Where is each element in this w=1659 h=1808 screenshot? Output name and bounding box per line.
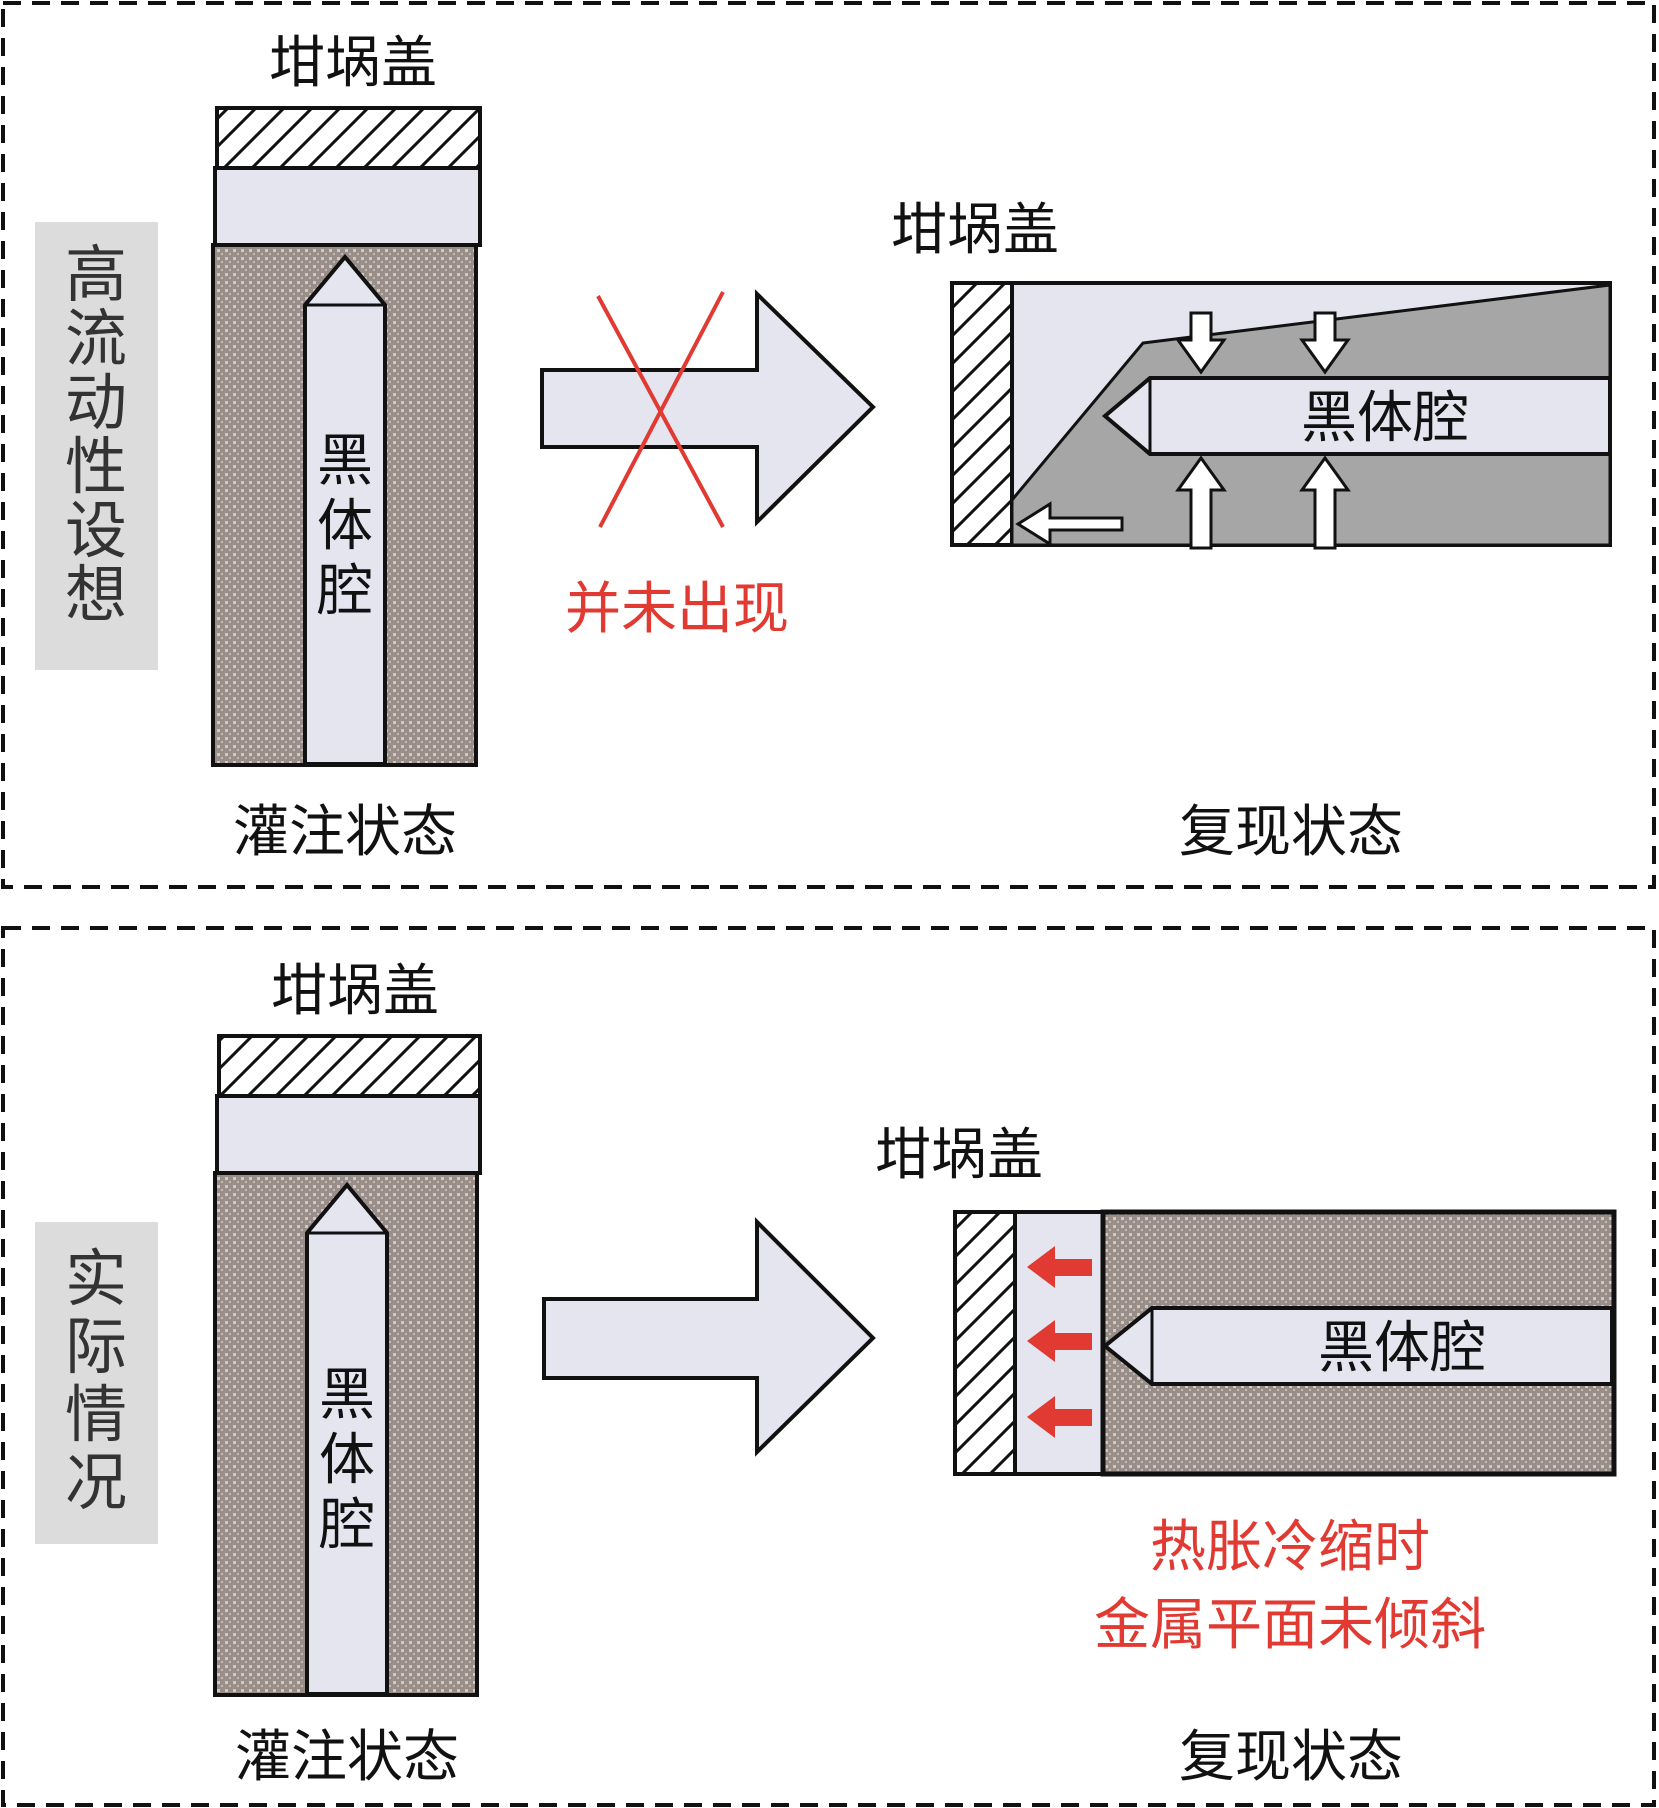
- bottom-left-cavity-char: 体: [319, 1428, 375, 1493]
- bottom-right-cavity: [1101, 1306, 1614, 1386]
- red-left-arrow-icon: [1027, 1246, 1092, 1288]
- bottom-left-cavity-char: 腔: [319, 1493, 375, 1558]
- top-panel-frame: [1, 1, 1656, 889]
- top-transition-arrow: [540, 289, 876, 527]
- bottom-left-cavity: [305, 1181, 389, 1696]
- bottom-panel-frame: [1, 926, 1656, 1807]
- down-arrow-icon: [1175, 311, 1227, 375]
- left-arrow-icon: [1015, 501, 1124, 547]
- top-side-char: 性: [65, 430, 127, 503]
- bottom-side-char: 情: [65, 1378, 127, 1451]
- bottom-side-label-box: [35, 1222, 158, 1544]
- up-arrow-icon: [1175, 455, 1227, 550]
- top-right-cavity: [1101, 376, 1612, 456]
- bottom-right-lid-label: 坩埚盖: [875, 1123, 1043, 1188]
- up-arrow-icon: [1299, 455, 1351, 550]
- bottom-note-line2: 金属平面未倾斜: [1094, 1593, 1486, 1658]
- top-left-lid: [215, 106, 482, 170]
- top-side-char: 高: [65, 238, 127, 311]
- top-left-cavity-char: 腔: [317, 559, 373, 624]
- bottom-right-lid: [953, 1210, 1017, 1476]
- bottom-left-lid-label: 坩埚盖: [271, 959, 439, 1024]
- top-side-char: 设: [65, 494, 127, 567]
- top-right-lid-label: 坩埚盖: [891, 198, 1059, 263]
- red-cross-line-2: [598, 291, 725, 528]
- bottom-side-char: 实: [65, 1242, 127, 1315]
- top-side-label: 高 流 动 性 设 想: [65, 238, 127, 631]
- bottom-note-line1: 热胀冷缩时: [1150, 1515, 1430, 1580]
- top-side-label-box: [35, 222, 158, 670]
- top-arrow-note: 并未出现: [565, 577, 789, 642]
- bottom-transition-arrow: [542, 1217, 876, 1457]
- bottom-right-caption: 复现状态: [1179, 1725, 1403, 1790]
- red-left-arrow-icon: [1027, 1396, 1092, 1438]
- top-left-cavity-char: 黑: [317, 429, 373, 494]
- top-side-char: 流: [65, 302, 127, 375]
- bottom-side-char: 际: [65, 1310, 127, 1383]
- bottom-side-label: 实 际 情 况: [65, 1242, 127, 1519]
- top-left-cavity-char: 体: [317, 494, 373, 559]
- bottom-left-cavity-char: 黑: [319, 1363, 375, 1428]
- down-arrow-icon: [1299, 311, 1351, 375]
- bottom-left-caption: 灌注状态: [235, 1725, 459, 1790]
- top-side-char: 想: [65, 558, 127, 631]
- red-left-arrow-icon: [1027, 1320, 1092, 1362]
- top-left-caption: 灌注状态: [233, 800, 457, 865]
- top-left-lid-label: 坩埚盖: [269, 31, 437, 96]
- top-right-caption: 复现状态: [1179, 800, 1403, 865]
- top-side-char: 动: [65, 366, 127, 439]
- bottom-left-lid: [217, 1034, 482, 1098]
- top-right-cavity-label: 黑体腔: [1301, 386, 1469, 451]
- top-right-lid: [950, 281, 1014, 547]
- top-left-gap: [213, 166, 482, 247]
- bottom-side-char: 况: [65, 1446, 127, 1519]
- bottom-left-gap: [215, 1094, 482, 1175]
- top-left-cavity: [303, 253, 387, 766]
- bottom-right-cavity-label: 黑体腔: [1318, 1316, 1486, 1381]
